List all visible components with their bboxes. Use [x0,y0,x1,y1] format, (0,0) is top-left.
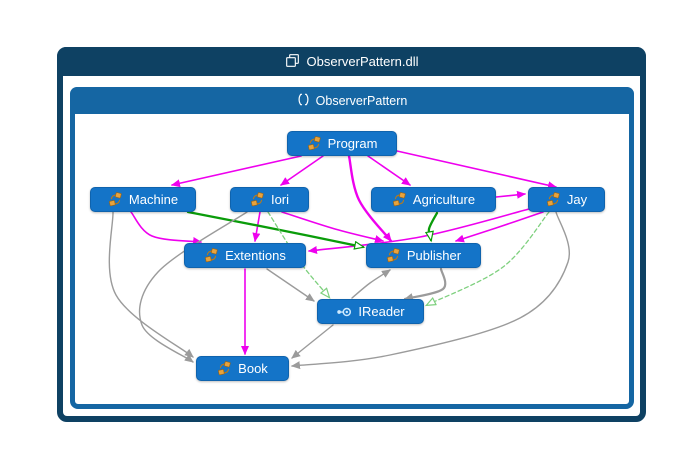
edge-program-iori[interactable] [280,155,324,186]
edge-iori-publisher[interactable] [281,211,384,243]
edge-extentions-ireader[interactable] [266,268,315,302]
edge-machine-extentions[interactable] [130,211,202,246]
namespace-brackets-icon [297,93,310,109]
edge-program-jay[interactable] [396,150,557,190]
edge-ireader-publisher[interactable] [351,269,391,299]
class-icon [108,192,123,207]
class-icon [546,192,561,207]
node-label: Agriculture [412,192,476,207]
node-agriculture[interactable]: Agriculture [371,187,496,212]
edge-jay-ireader[interactable] [427,211,550,305]
node-program[interactable]: Program [287,131,397,156]
class-icon [386,248,401,263]
node-label: IReader [358,304,405,319]
node-ireader[interactable]: IReader [317,299,424,324]
assembly-icon [285,53,300,71]
class-icon [307,136,322,151]
edge-agriculture-publisher[interactable] [429,211,439,240]
class-icon [204,248,219,263]
edge-program-agriculture[interactable] [367,155,411,186]
assembly-title-bar: ObserverPattern.dll [57,47,646,76]
edge-program-machine[interactable] [171,155,302,188]
node-label: Extentions [225,248,286,263]
edge-ireader-book[interactable] [291,324,334,359]
node-label: Book [238,361,268,376]
node-jay[interactable]: Jay [528,187,605,212]
edge-program-publisher[interactable] [347,154,393,243]
node-label: Program [327,136,378,151]
node-book[interactable]: Book [196,356,289,381]
node-iori[interactable]: Iori [230,187,309,212]
edge-jay-extentions[interactable] [308,208,530,254]
namespace-title: ObserverPattern [315,93,408,108]
class-icon [250,192,265,207]
node-label: Jay [566,192,588,207]
class-icon [217,361,232,376]
node-publisher[interactable]: Publisher [366,243,481,268]
class-icon [392,192,407,207]
node-machine[interactable]: Machine [90,187,196,212]
node-label: Machine [128,192,179,207]
edge-jay-publisher[interactable] [455,211,544,243]
node-extentions[interactable]: Extentions [184,243,306,268]
edge-jay-book[interactable] [291,211,570,370]
namespace-header: ObserverPattern [70,87,634,114]
edge-machine-book[interactable] [108,211,194,358]
interface-icon [336,305,352,319]
edge-iori-book[interactable] [138,211,248,363]
edge-agriculture-jay[interactable] [495,190,526,199]
edge-publisher-ireader[interactable] [403,267,447,301]
assembly-title: ObserverPattern.dll [306,54,419,69]
node-label: Publisher [406,248,462,263]
edge-machine-publisher[interactable] [186,210,363,247]
node-label: Iori [270,192,290,207]
